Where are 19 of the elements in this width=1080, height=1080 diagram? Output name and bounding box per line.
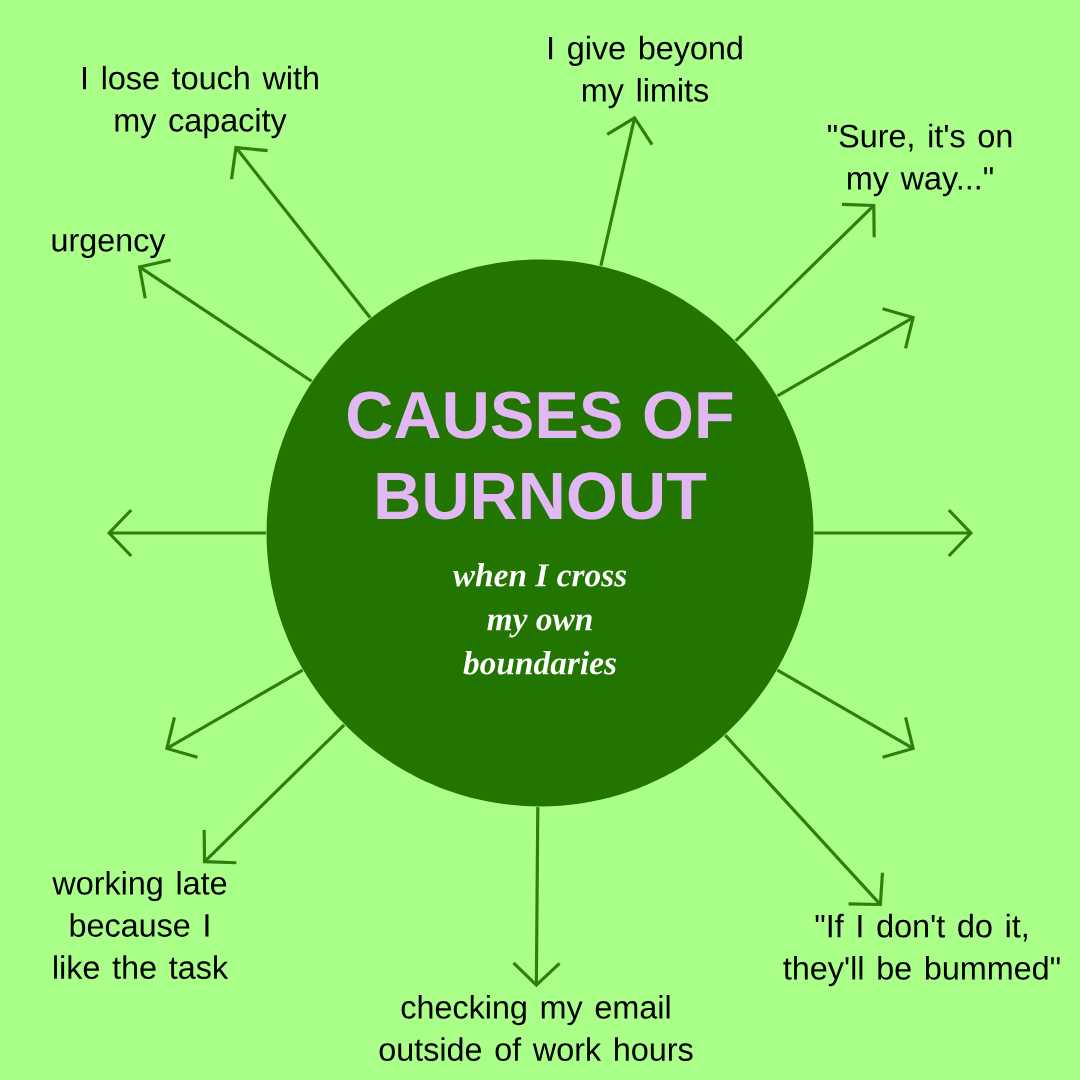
arrow — [599, 115, 654, 267]
arrow — [776, 307, 915, 398]
arrow — [137, 258, 313, 383]
arrow — [202, 723, 346, 865]
cause-label: checking my email outside of work hours — [379, 995, 693, 1061]
cause-label: I give beyond my limits — [549, 35, 742, 109]
cause-label: "Sure, it's on my way..." — [828, 123, 1012, 197]
cause-label: "If I don't do it, they'll be bummed" — [783, 913, 1060, 987]
arrow — [734, 202, 876, 343]
cause-label: working late because I like the task — [52, 870, 229, 980]
arrow — [724, 734, 885, 907]
cause-label: urgency — [52, 233, 166, 259]
arrow — [229, 145, 372, 319]
arrow — [814, 508, 973, 558]
arrow — [776, 668, 915, 759]
arrow — [165, 668, 304, 759]
arrow — [512, 807, 561, 988]
arrow — [107, 508, 266, 558]
cause-label: I lose touch with my capacity — [82, 65, 318, 139]
